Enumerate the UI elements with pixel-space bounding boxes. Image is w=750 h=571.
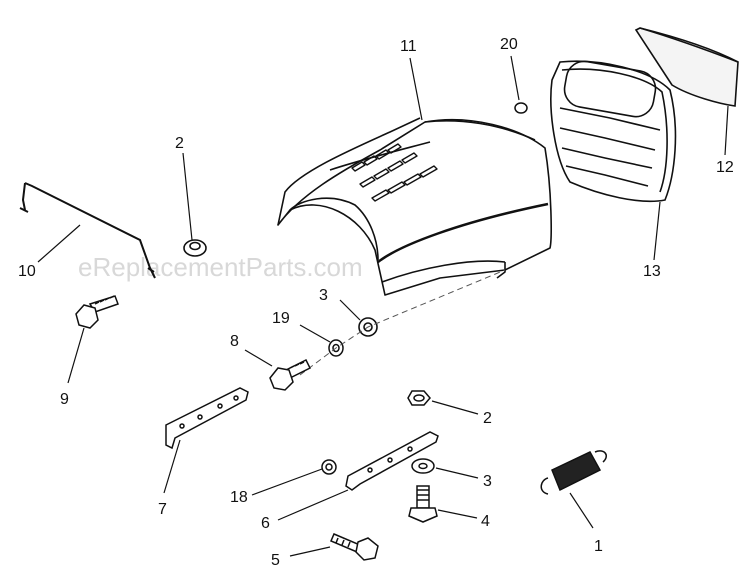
callout-6: 6 <box>261 515 270 532</box>
leader-lines <box>37 55 729 557</box>
callouts: 11 20 12 13 2 10 3 19 8 9 2 3 18 7 6 4 1… <box>18 36 734 569</box>
spacer-upper-part <box>183 239 207 257</box>
callout-3-lower: 3 <box>483 473 492 490</box>
bracket-6-part <box>345 431 439 491</box>
spring-part <box>540 450 607 495</box>
bracket-7-part <box>165 387 249 450</box>
plug-part <box>514 102 528 114</box>
callout-5: 5 <box>271 552 280 569</box>
callout-2-lower: 2 <box>483 410 492 427</box>
callout-18: 18 <box>230 489 248 506</box>
assembly-line-upper <box>299 269 506 376</box>
watermark-text: eReplacementParts.com <box>78 252 363 282</box>
bolt-9-part <box>75 295 119 329</box>
callout-20: 20 <box>500 36 518 53</box>
callout-2-upper: 2 <box>175 135 184 152</box>
bolt-5-part <box>330 533 379 561</box>
callout-10: 10 <box>18 263 36 280</box>
emblem-part <box>634 27 739 107</box>
callout-4: 4 <box>481 513 490 530</box>
hood-part <box>277 117 552 296</box>
washer-lower-part <box>411 458 435 474</box>
support-rod-part <box>19 182 156 279</box>
callout-12: 12 <box>716 159 734 176</box>
callout-11: 11 <box>400 38 417 55</box>
callout-3-upper: 3 <box>319 287 328 304</box>
callout-8: 8 <box>230 333 239 350</box>
callout-1: 1 <box>594 538 603 555</box>
callout-9: 9 <box>60 391 69 408</box>
washer-18-part <box>321 459 337 475</box>
callout-19: 19 <box>272 310 290 327</box>
bolt-8-part <box>269 358 312 391</box>
callout-13: 13 <box>643 263 661 280</box>
bolt-4-part <box>408 485 438 523</box>
nut-lower-part <box>407 390 431 406</box>
grille-part <box>550 60 677 203</box>
callout-7: 7 <box>158 501 167 518</box>
